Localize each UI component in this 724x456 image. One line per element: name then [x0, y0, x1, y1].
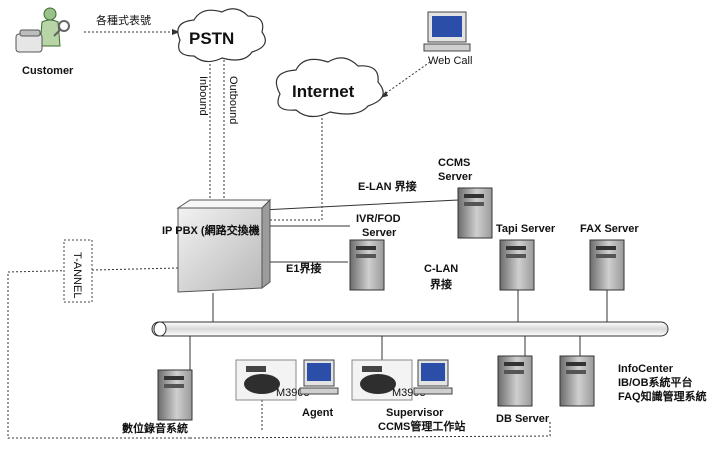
server-icon [499, 239, 535, 291]
trunk-box: T-ANNEL [63, 239, 93, 303]
ivr-label-1: IVR/FOD [356, 213, 401, 225]
infocenter-server: InfoCenter IB/OB系統平台 FAQ知識管理系統 [559, 355, 707, 407]
computer-icon [299, 359, 339, 395]
db-label: DB Server [496, 413, 550, 425]
customer-label: Customer [22, 65, 74, 77]
ccms-label-1: CCMS [438, 157, 470, 169]
tapi-server: Tapi Server [496, 223, 556, 291]
infocenter-label-1: InfoCenter [618, 363, 674, 375]
inbound-label: Inbound [197, 76, 209, 116]
agent-label: Agent [302, 407, 334, 419]
call-caption: 各種式表號 [96, 13, 151, 27]
supervisor-label-2: CCMS管理工作站 [378, 419, 465, 433]
fax-label: FAX Server [580, 223, 639, 235]
server-icon [457, 187, 493, 239]
computer-icon [413, 359, 453, 395]
db-server: DB Server [496, 355, 550, 425]
ccms-label-2: Server [438, 171, 473, 183]
recording-label: 數位錄音系統 [122, 421, 188, 435]
e1-label: E1界接 [286, 261, 321, 275]
internet-label: Internet [292, 82, 355, 101]
internet-cloud: Internet [275, 57, 384, 118]
ccms-server: CCMS Server [438, 157, 493, 239]
tapi-label: Tapi Server [496, 223, 556, 235]
server-icon [497, 355, 533, 407]
customer-node: Customer 各種式表號 [15, 7, 151, 77]
ipbx-label: IP PBX (網路交換機 [162, 223, 260, 237]
pstn-cloud: PSTN Inbound Outbound [177, 8, 266, 124]
cloud-icon [275, 57, 384, 118]
phone-icon [351, 359, 413, 401]
person-icon [39, 7, 70, 47]
ivr-label-2: Server [362, 227, 397, 239]
cloud-icon [177, 8, 266, 63]
agent-station: M3903 Agent [235, 359, 339, 419]
phone-icon [15, 29, 43, 53]
recording-system: 數位錄音系統 [122, 369, 193, 435]
clan-label-2: 界接 [430, 277, 452, 291]
infocenter-label-3: FAQ知識管理系統 [618, 389, 707, 403]
trunk-label: T-ANNEL [71, 252, 83, 298]
web-call-node: Web Call [423, 11, 472, 67]
web-call-label: Web Call [428, 55, 472, 67]
computer-icon [423, 11, 471, 52]
pstn-label: PSTN [189, 29, 234, 48]
elan-label: E-LAN 界接 [358, 179, 417, 193]
clan-label-1: C-LAN [424, 263, 458, 275]
phone-icon [235, 359, 297, 401]
fax-server: FAX Server [580, 223, 639, 291]
server-icon [157, 369, 193, 421]
ivr-server: IVR/FOD Server [349, 213, 401, 291]
network-bus [151, 321, 669, 337]
ipbx-node: IP PBX (網路交換機 [162, 198, 272, 293]
server-icon [589, 239, 625, 291]
server-icon [349, 239, 385, 291]
pbx-icon [176, 198, 272, 293]
infocenter-label-2: IB/OB系統平台 [618, 375, 693, 389]
supervisor-station: M3903 Supervisor CCMS管理工作站 [351, 359, 465, 433]
server-icon [559, 355, 595, 407]
outbound-label: Outbound [227, 76, 239, 124]
supervisor-label-1: Supervisor [386, 407, 444, 419]
